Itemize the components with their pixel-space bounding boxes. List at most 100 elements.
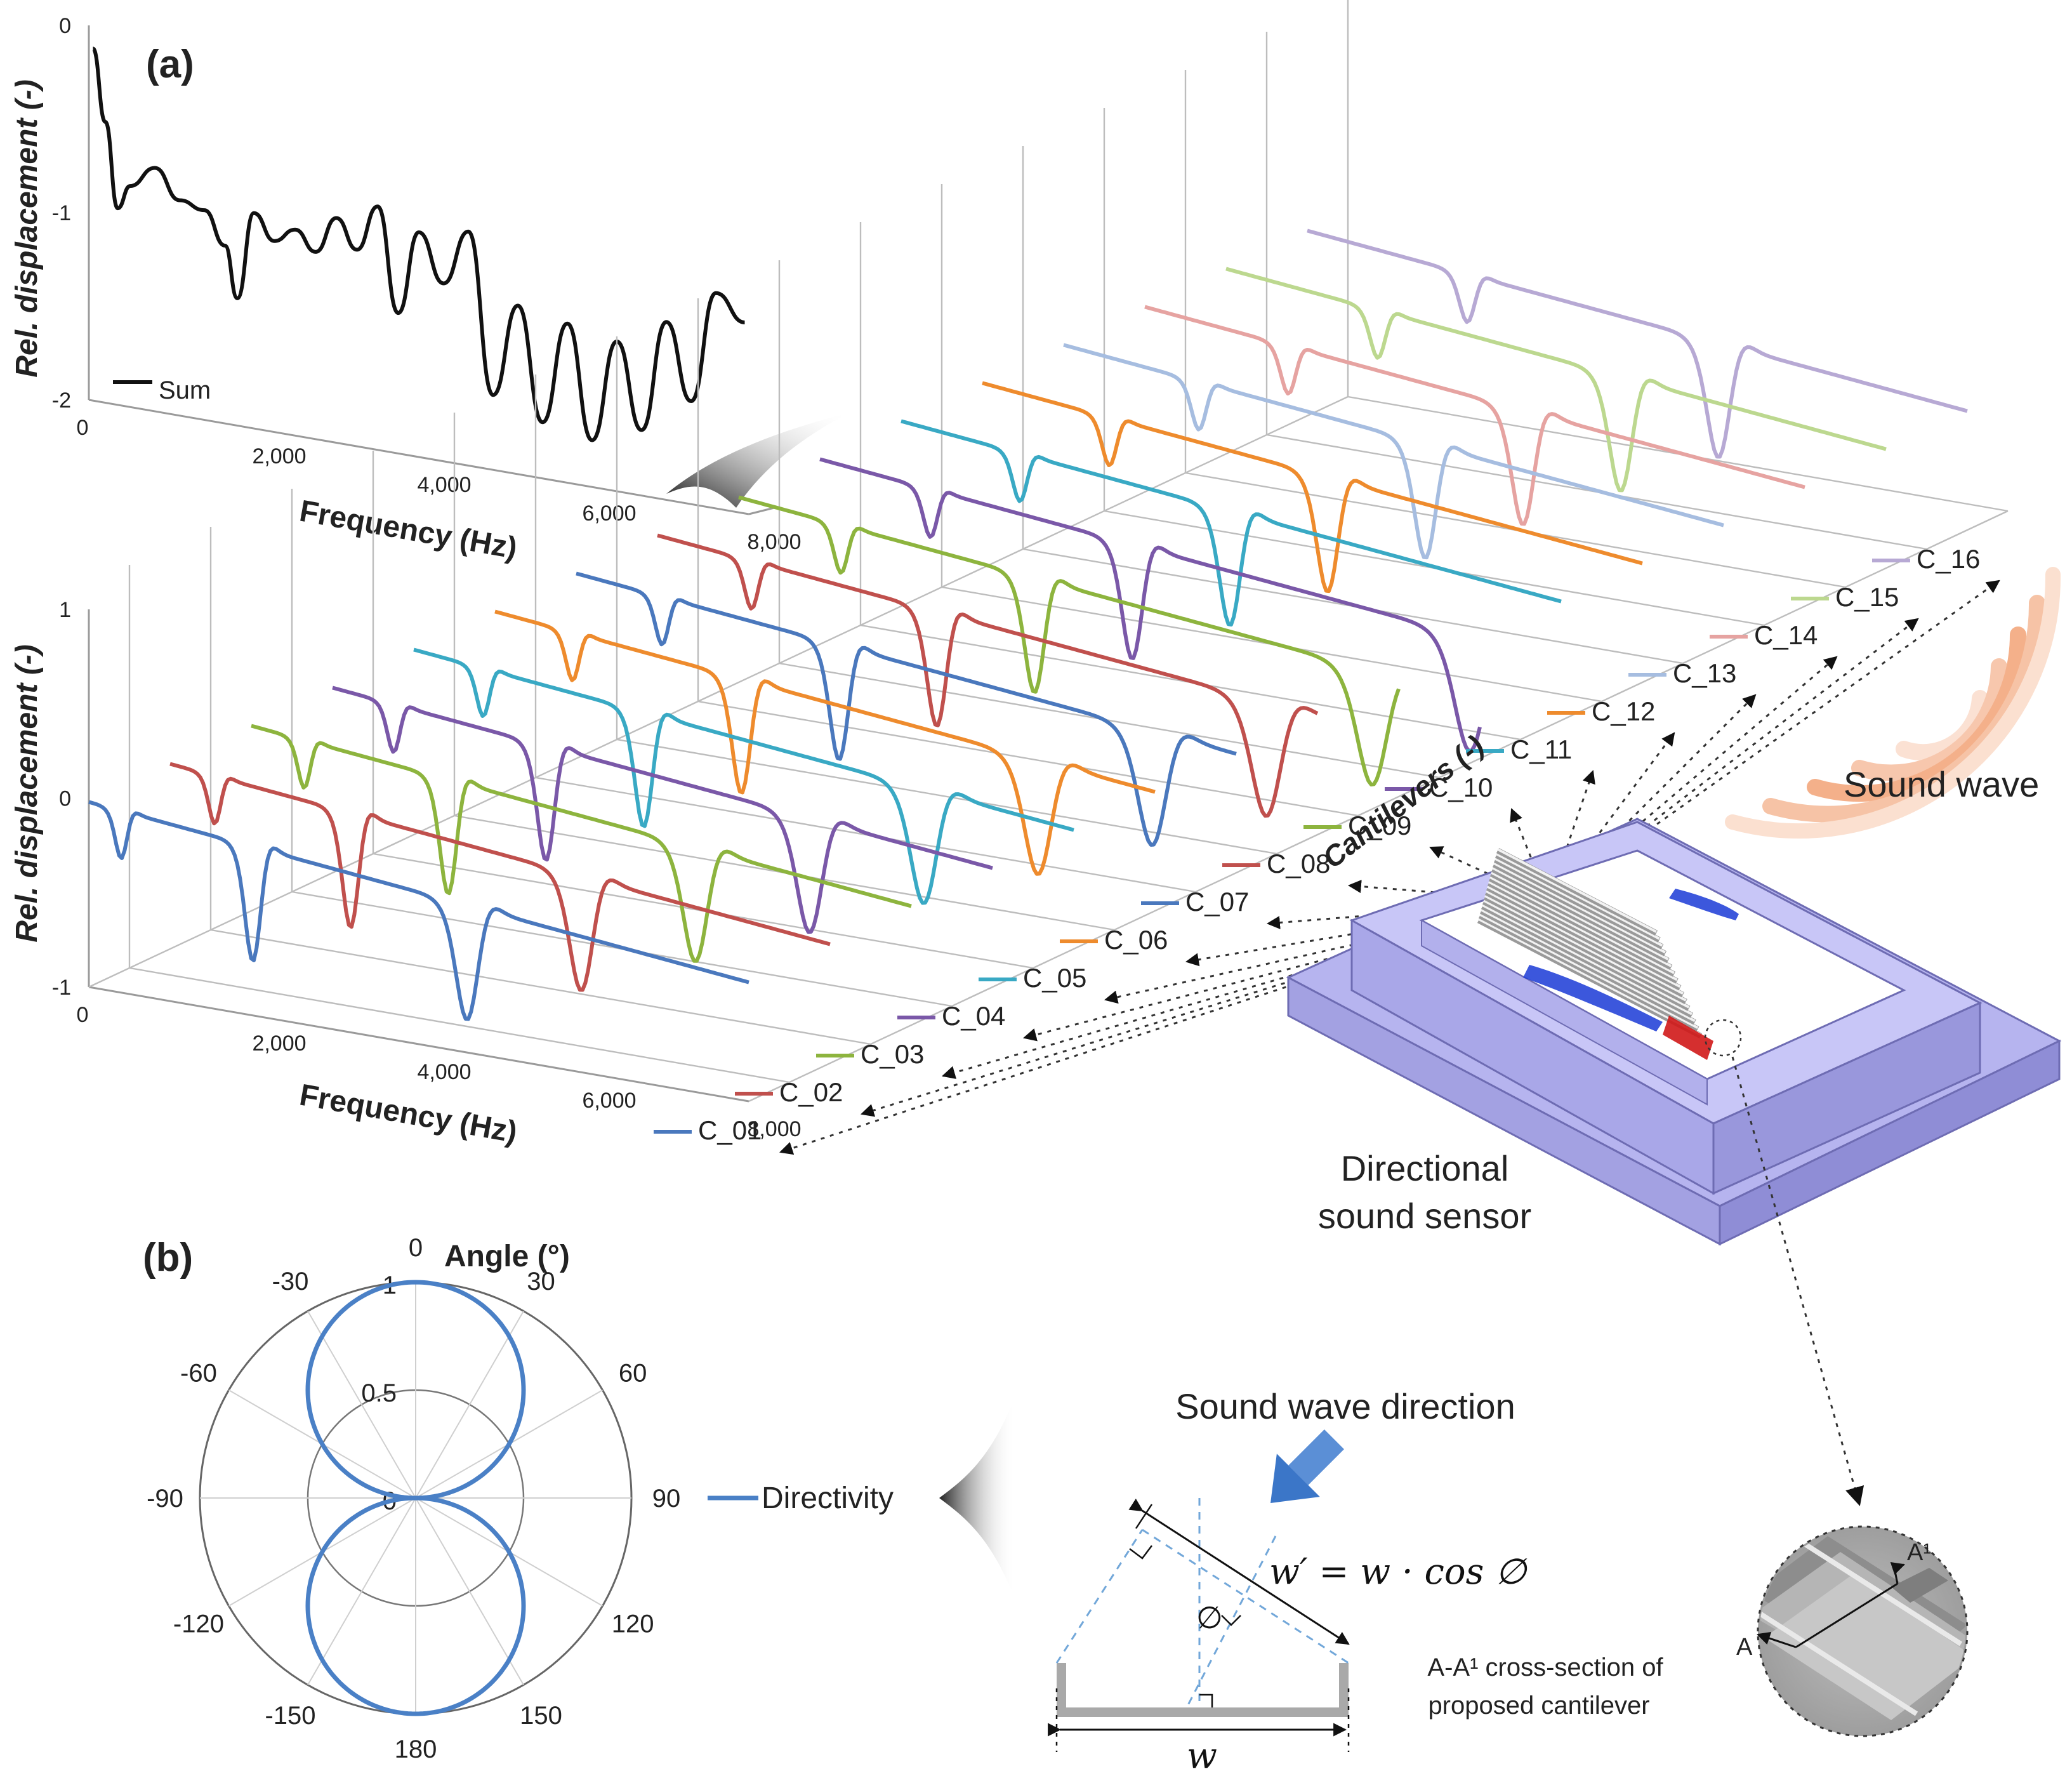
sensor-label-line2: sound sensor bbox=[1318, 1196, 1531, 1236]
cantilever-grid-floor bbox=[779, 662, 1440, 779]
cantilever-x-axis bbox=[88, 986, 749, 1103]
wave-direction-arrow-icon bbox=[1270, 1429, 1344, 1503]
sensor-strip-highlight bbox=[1483, 899, 1690, 1009]
sum-x-axis-end bbox=[748, 507, 775, 515]
cantilever-ytick-label: -1 bbox=[52, 976, 71, 1000]
sensor-strip-highlight bbox=[1482, 904, 1693, 1016]
polar-angle-label: 180 bbox=[395, 1735, 437, 1763]
zoom-lens: A A¹ bbox=[1736, 1525, 1969, 1737]
cantilever-series-label: C_11 bbox=[1510, 734, 1572, 764]
sensor-strip-highlight bbox=[1495, 857, 1663, 947]
cantilever-series-line bbox=[1307, 229, 1968, 459]
sum-ytick-label: 0 bbox=[59, 14, 71, 38]
polar-angle-label: 0 bbox=[409, 1234, 423, 1262]
polar-angle-label: -120 bbox=[173, 1610, 224, 1638]
sum-x-axis bbox=[88, 399, 749, 515]
polar-angle-label: 60 bbox=[619, 1360, 647, 1388]
cantilever-series-line bbox=[88, 800, 749, 1021]
sum-ytick-label: -2 bbox=[52, 388, 71, 413]
sum-xlabel: Frequency (Hz) bbox=[297, 494, 520, 566]
cantilever-series-line bbox=[982, 381, 1643, 593]
panel-a-label: (a) bbox=[146, 43, 194, 86]
w-label: w bbox=[1187, 1735, 1217, 1777]
sum-ylabel: Rel. displacement (-) bbox=[10, 79, 44, 377]
panel-b-label: (b) bbox=[143, 1236, 193, 1280]
sum-series-line bbox=[91, 46, 746, 442]
sensor-strip-highlight bbox=[1496, 852, 1660, 940]
sensor-strip-highlight bbox=[1491, 871, 1672, 967]
polar-angle-label: -90 bbox=[147, 1485, 183, 1513]
sensor-base-side bbox=[1719, 1039, 2061, 1246]
polar-angle-label: -30 bbox=[272, 1268, 309, 1296]
sum-xtick-label: 8,000 bbox=[747, 530, 801, 554]
phi-label: ∅ bbox=[1196, 1600, 1223, 1636]
cantilever-xtick-label: 8,000 bbox=[747, 1117, 801, 1141]
sensor-model bbox=[1286, 818, 2062, 1246]
cantilever-series-label: C_10 bbox=[1429, 772, 1493, 802]
sum-axes bbox=[88, 25, 775, 515]
cantilever-depth-axis-left bbox=[88, 395, 1349, 988]
polar-title: Angle (°) bbox=[444, 1240, 570, 1273]
cantilever-series-label: C_06 bbox=[1104, 925, 1168, 955]
sensor-strip-highlight bbox=[1487, 885, 1681, 988]
cantilever-xtick-label: 0 bbox=[77, 1003, 89, 1027]
cantilever-pointer-line bbox=[1548, 580, 2000, 903]
section-label-a1: A¹ bbox=[1907, 1539, 1931, 1566]
sensor-strip-highlight bbox=[1486, 890, 1684, 995]
cantilever-series-line bbox=[413, 647, 1074, 905]
cantilever-depth-axis-right bbox=[748, 510, 2009, 1103]
cantilever-grid-floor bbox=[210, 929, 871, 1045]
cantilever-series-label: C_05 bbox=[1023, 963, 1086, 993]
cantilever-series-label: C_01 bbox=[698, 1115, 762, 1145]
cross-section-line2: proposed cantilever bbox=[1428, 1692, 1649, 1720]
cantilever-3d-chart: C_16C_15C_14C_13C_12C_11C_10C_09C_08C_07… bbox=[10, 0, 2009, 1150]
sensor-stress-red bbox=[1663, 1016, 1713, 1060]
cantilever-xtick-label: 2,000 bbox=[252, 1031, 306, 1056]
sensor-cavity-wall bbox=[1421, 919, 1708, 1106]
cantilever-xtick-label: 4,000 bbox=[417, 1060, 471, 1084]
sensor-label-line1: Directional bbox=[1341, 1148, 1509, 1188]
directivity-link-arrow bbox=[939, 1396, 1015, 1600]
cantilever-ylabel: Rel. displacement (-) bbox=[10, 644, 44, 942]
cantilever-series-line bbox=[1063, 343, 1724, 560]
sum-xtick-label: 4,000 bbox=[417, 473, 471, 497]
cantilever-series-labels: C_16C_15C_14C_13C_12C_11C_10C_09C_08C_07… bbox=[654, 544, 1980, 1145]
cantilever-series-label: C_07 bbox=[1185, 887, 1249, 917]
formula-label: w′ = w · cos ∅ bbox=[1269, 1551, 1528, 1593]
sensor-frame-side bbox=[1712, 1001, 1981, 1195]
sensor-stress-blue-2 bbox=[1669, 889, 1739, 920]
cantilever-series-line bbox=[494, 609, 1156, 876]
cantilever-series-label: C_12 bbox=[1592, 696, 1655, 726]
sum-xtick-label: 2,000 bbox=[252, 444, 306, 468]
polar-angle-label: 150 bbox=[520, 1702, 562, 1730]
cantilever-pointer-line bbox=[1547, 770, 1595, 902]
cantilever-series-label: C_08 bbox=[1267, 849, 1330, 878]
cantilever-series bbox=[88, 229, 1968, 1021]
cantilever-ytick-label: 1 bbox=[59, 598, 71, 622]
sensor-strip-highlight bbox=[1484, 894, 1687, 1002]
sensor-strip-highlight bbox=[1489, 876, 1675, 974]
sensor-strip-highlight bbox=[1488, 880, 1678, 981]
section-label-a: A bbox=[1736, 1634, 1753, 1660]
polar-angle-label: -150 bbox=[265, 1702, 315, 1730]
cantilever-series-line bbox=[657, 533, 1319, 818]
cantilever-pointer-line bbox=[1548, 656, 1838, 903]
sound-wave-label: Sound wave bbox=[1844, 764, 2039, 804]
sensor-strip-highlight bbox=[1492, 866, 1669, 960]
cantilever-pointer-line bbox=[1510, 808, 1550, 902]
polar-spoke bbox=[415, 1497, 524, 1685]
cantilever-series-line bbox=[819, 457, 1482, 753]
polar-angle-label: 30 bbox=[527, 1268, 555, 1296]
cantilever-pointer-line bbox=[1547, 732, 1675, 902]
sum-xtick-label: 6,000 bbox=[582, 501, 636, 526]
sensor-stress-blue bbox=[1523, 965, 1663, 1031]
cross-section-line1: A-A¹ cross-section of bbox=[1427, 1654, 1663, 1681]
polar-angle-label: -60 bbox=[180, 1360, 217, 1388]
sum-legend-label: Sum bbox=[159, 376, 211, 404]
sum-link-arrow bbox=[666, 413, 850, 508]
